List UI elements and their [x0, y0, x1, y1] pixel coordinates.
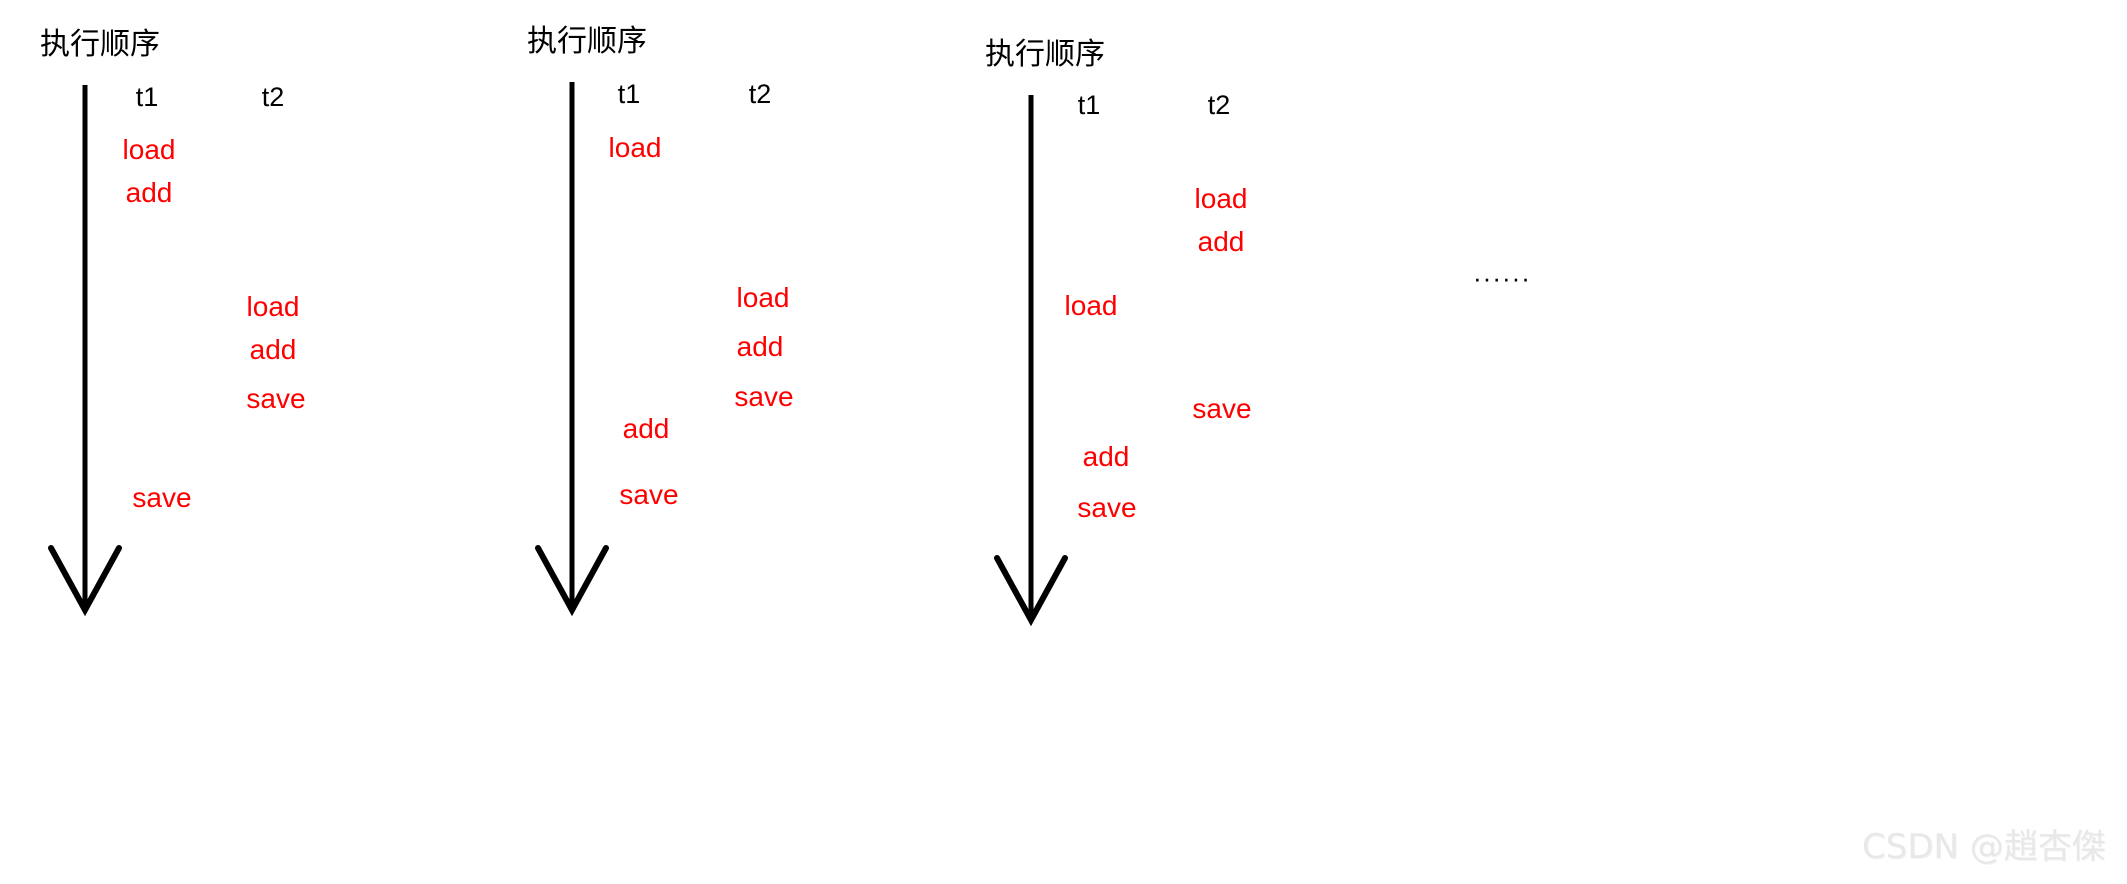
- operation-load: load: [122, 134, 176, 165]
- operation-save: save: [1192, 393, 1252, 424]
- operation-load: load: [1194, 183, 1248, 214]
- operation-load: load: [608, 132, 662, 163]
- csdn-watermark: CSDN @趙杏傑: [1862, 827, 2106, 867]
- operation-load: load: [246, 291, 300, 322]
- operation-load: load: [1064, 290, 1118, 321]
- thread-column-header: t1: [135, 82, 159, 112]
- operation-save: save: [132, 482, 192, 513]
- thread-column-header: t2: [748, 79, 772, 109]
- timeline-arrow: [994, 95, 1068, 627]
- execution-order-label: 执行顺序: [985, 37, 1105, 72]
- operation-save: save: [246, 383, 306, 414]
- operation-add: add: [622, 413, 670, 444]
- execution-order-label: 执行顺序: [527, 24, 647, 59]
- thread-column-header: t1: [617, 79, 641, 109]
- continuation-ellipsis: ······: [1473, 263, 1531, 293]
- arrow-head-icon: [994, 555, 1068, 627]
- operation-save: save: [619, 479, 679, 510]
- operation-load: load: [736, 282, 790, 313]
- operation-save: save: [1077, 492, 1137, 523]
- arrow-head-icon: [48, 545, 122, 617]
- timeline-arrow: [535, 82, 609, 617]
- operation-save: save: [734, 381, 794, 412]
- operation-add: add: [249, 334, 297, 365]
- arrow-head-icon: [535, 545, 609, 617]
- operation-add: add: [125, 177, 173, 208]
- timeline-arrow: [48, 85, 122, 617]
- execution-order-label: 执行顺序: [40, 27, 160, 62]
- thread-column-header: t2: [261, 82, 285, 112]
- operation-add: add: [736, 331, 784, 362]
- thread-column-header: t2: [1207, 90, 1231, 120]
- operation-add: add: [1197, 226, 1245, 257]
- operation-add: add: [1082, 441, 1130, 472]
- thread-column-header: t1: [1077, 90, 1101, 120]
